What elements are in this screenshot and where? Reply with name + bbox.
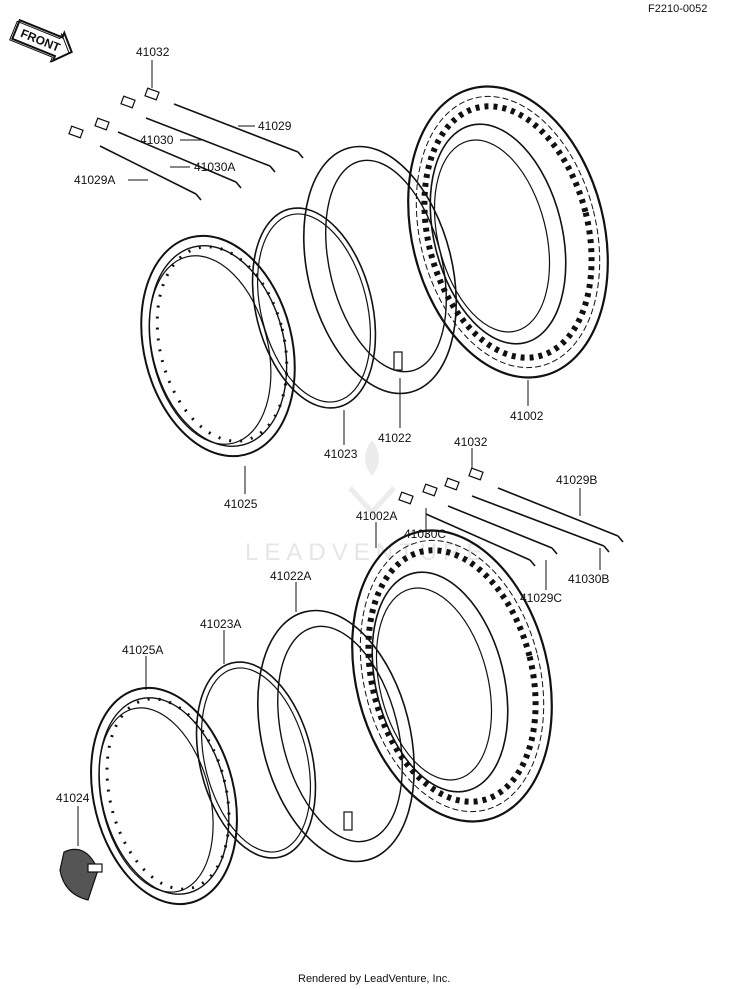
- label-41025a: 41025A: [122, 643, 163, 657]
- label-41030c: 41030C: [404, 527, 446, 541]
- label-41032-lower: 41032: [454, 435, 488, 449]
- label-41002: 41002: [510, 409, 544, 423]
- label-41023a: 41023A: [200, 617, 241, 631]
- front-arrow-icon: FRONT: [9, 18, 73, 63]
- label-41030a: 41030A: [194, 160, 235, 174]
- tire-41002a: [351, 529, 553, 823]
- tube-41022: [302, 145, 458, 395]
- footer-credit: Rendered by LeadVenture, Inc.: [298, 973, 450, 985]
- spoke-41029b: [497, 487, 624, 543]
- label-41030: 41030: [140, 133, 174, 147]
- valve-stem-lower-icon: [343, 811, 353, 831]
- label-41029a: 41029A: [74, 173, 115, 187]
- rim-41025a: [90, 686, 238, 906]
- label-41024: 41024: [56, 791, 90, 805]
- diagram-code: F2210-0052: [648, 3, 707, 15]
- nipple-41032-lower: [398, 467, 484, 505]
- spoke-41029a: [99, 145, 202, 201]
- label-41022: 41022: [378, 431, 412, 445]
- label-41022a: 41022A: [270, 569, 311, 583]
- watermark: LEADVENTURE: [245, 440, 488, 566]
- spoke-41030b: [471, 495, 610, 553]
- tire-41002: [407, 85, 609, 379]
- rim-band-41023a: [195, 661, 317, 859]
- label-41023: 41023: [324, 447, 358, 461]
- spoke-41030a: [117, 131, 242, 189]
- label-41030b: 41030B: [568, 572, 609, 586]
- label-41002a: 41002A: [356, 509, 397, 523]
- rim-band-41023: [251, 207, 377, 409]
- rim-41025: [140, 234, 296, 458]
- spoke-41030c: [425, 513, 536, 567]
- label-41025: 41025: [224, 497, 258, 511]
- watermark-text: LEADVENTURE: [245, 539, 488, 566]
- nipple-41032: [68, 87, 160, 139]
- tube-41022a: [257, 609, 415, 863]
- label-41029c: 41029C: [520, 591, 562, 605]
- label-41029b: 41029B: [556, 473, 597, 487]
- leader-lines-lower: [77, 448, 601, 846]
- leader-lines-upper: [128, 60, 529, 494]
- spoke-41030: [145, 117, 276, 173]
- spoke-41029: [173, 103, 304, 159]
- rim-lock-41024-icon: [59, 848, 103, 901]
- label-41032-upper: 41032: [136, 45, 170, 59]
- valve-stem-icon: [393, 351, 403, 371]
- label-41029: 41029: [258, 119, 292, 133]
- spoke-41029c: [447, 505, 558, 555]
